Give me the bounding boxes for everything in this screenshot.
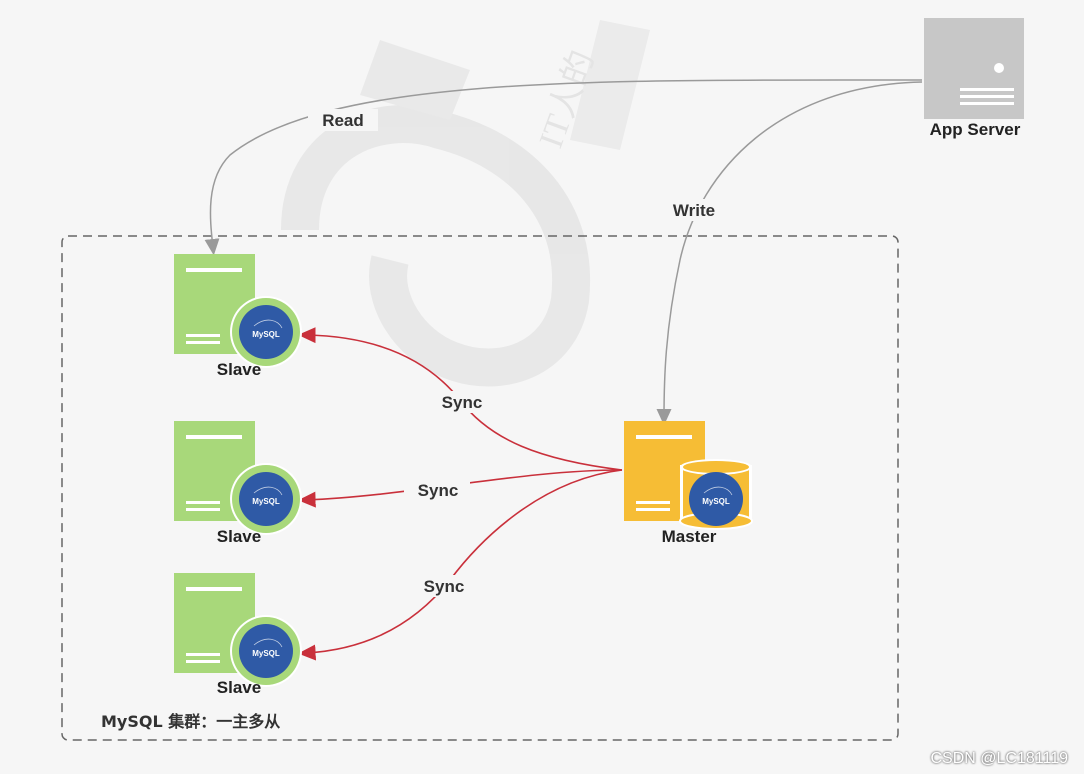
master-label: Master: [662, 527, 717, 546]
mysql-icon: MySQL: [230, 296, 302, 368]
slave-3-label: Slave: [217, 678, 261, 697]
edge-read: [204, 79, 923, 256]
node-slave-2: MySQL Slave: [174, 421, 302, 546]
node-master: MySQL Master: [624, 421, 753, 546]
watermark: IT人的: [281, 20, 650, 387]
svg-text:Write: Write: [673, 201, 715, 220]
slave-2-label: Slave: [217, 527, 261, 546]
svg-text:Read: Read: [322, 111, 364, 130]
svg-text:MySQL: MySQL: [252, 497, 280, 506]
mysql-icon: MySQL: [230, 463, 302, 535]
svg-text:Sync: Sync: [418, 481, 459, 500]
slave-1-label: Slave: [217, 360, 261, 379]
server-icon: [924, 18, 1024, 119]
edge-label-sync-2: Sync: [404, 479, 470, 501]
mysql-icon: MySQL: [689, 472, 743, 526]
mysql-icon: MySQL: [230, 615, 302, 687]
edge-label-sync-1: Sync: [428, 391, 494, 413]
edge-label-write: Write: [658, 199, 730, 221]
edge-write: [656, 81, 923, 426]
node-slave-3: MySQL Slave: [174, 573, 302, 697]
svg-text:Sync: Sync: [424, 577, 465, 596]
cluster-label: MySQL 集群：一主多从: [101, 712, 280, 731]
node-slave-1: MySQL Slave: [174, 254, 302, 379]
app-server-label: App Server: [930, 120, 1021, 139]
svg-text:Sync: Sync: [442, 393, 483, 412]
svg-text:MySQL: MySQL: [252, 649, 280, 658]
svg-text:MySQL: MySQL: [702, 497, 730, 506]
edge-label-sync-3: Sync: [410, 575, 476, 597]
credit-watermark: CSDN @LC181119: [930, 750, 1069, 767]
edge-label-read: Read: [308, 109, 378, 131]
node-app-server: App Server: [924, 18, 1024, 139]
cluster-boundary: [61, 235, 899, 741]
svg-text:MySQL: MySQL: [252, 330, 280, 339]
